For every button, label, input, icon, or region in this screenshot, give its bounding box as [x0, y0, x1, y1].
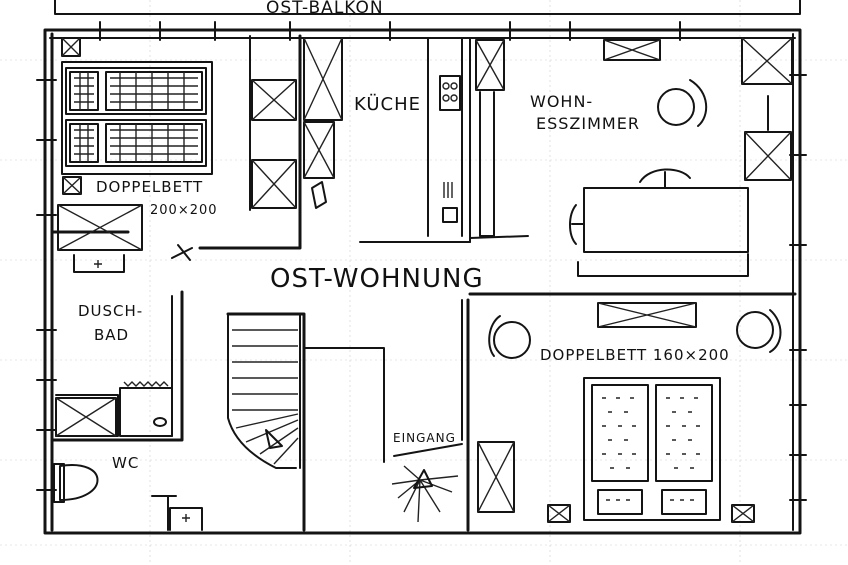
entrance-label: EINGANG — [393, 431, 456, 445]
bath-and-wc — [50, 254, 203, 531]
entrance — [391, 443, 463, 523]
bedroom-1 — [50, 34, 302, 261]
apartment-label: OST-WOHNUNG — [270, 264, 484, 294]
wall-ticks — [36, 21, 807, 501]
living-room-label-line1: WOHN- — [530, 92, 594, 111]
bedroom-2-bed-label: DOPPELBETT 160×200 — [540, 346, 730, 364]
kitchen-label: KÜCHE — [354, 94, 421, 115]
living-dining-room — [569, 37, 793, 277]
wc-label: WC — [112, 454, 140, 472]
balcony-label: OST-BALKON — [266, 0, 384, 18]
outer-walls — [43, 28, 802, 535]
living-room-label-line2: ESSZIMMER — [536, 114, 640, 133]
bedroom-1-bed-size: 200×200 — [150, 203, 218, 218]
stairs — [226, 312, 385, 532]
bathroom-label-line1: DUSCH- — [78, 302, 144, 320]
balcony — [54, 0, 801, 15]
bedroom-1-bed-label: DOPPELBETT — [96, 178, 204, 196]
bedroom-2 — [461, 292, 797, 532]
bathroom-label-line2: BAD — [94, 326, 130, 344]
kitchen — [303, 37, 529, 243]
